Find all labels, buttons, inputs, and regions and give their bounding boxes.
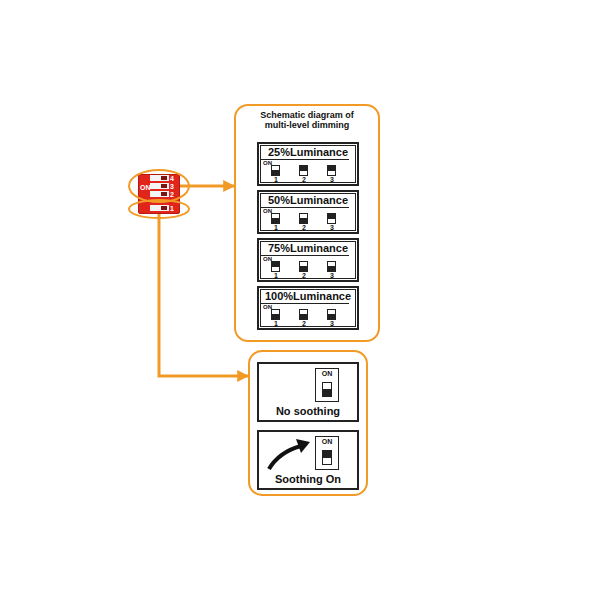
switch-slot <box>150 175 169 181</box>
curved-arrow <box>259 432 313 474</box>
switch-slot <box>150 205 169 211</box>
switch-on-label: ON <box>263 304 272 310</box>
switch-slot <box>271 213 280 224</box>
switch-slot <box>327 213 336 224</box>
switch-on-label: ON <box>263 208 272 214</box>
box-title: 75%Luminance <box>259 242 357 254</box>
box-title: 50%Luminance <box>259 194 357 206</box>
switch-knob <box>272 170 279 175</box>
switch-on-label: ON <box>316 438 338 446</box>
luminance-box: 25%LuminanceON 1 2 3 <box>257 142 359 186</box>
title-rule <box>261 303 349 304</box>
curved-arrow-head <box>296 439 310 453</box>
switch-knob <box>300 266 307 271</box>
switch-slot <box>271 261 280 272</box>
panel-title: Schematic diagram of multi-level dimming <box>244 110 370 130</box>
switch-on-label: ON <box>316 370 338 378</box>
switch-knob <box>300 166 307 171</box>
box-title: 100%Luminance <box>259 290 357 302</box>
box-title: 25%Luminance <box>259 146 357 158</box>
switch-knob <box>328 314 335 319</box>
switch-number: 3 <box>328 320 336 327</box>
switch-knob <box>272 314 279 319</box>
luminance-box: 50%LuminanceON 1 2 3 <box>257 190 359 234</box>
switch-on-label: ON <box>140 184 151 191</box>
switch-number: 3 <box>328 224 336 231</box>
switch-number: 1 <box>272 176 280 183</box>
switch-knob <box>161 184 167 188</box>
box-title: Soothing On <box>259 473 357 486</box>
switch-knob <box>300 314 307 319</box>
switch-knob <box>161 176 167 180</box>
switch-number: 3 <box>328 176 336 183</box>
switch-knob <box>161 206 167 210</box>
switch-number: 1 <box>170 205 174 212</box>
luminance-box: 75%LuminanceON 1 2 3 <box>257 238 359 282</box>
box-title: No soothing <box>259 405 357 418</box>
switch-knob <box>323 389 331 396</box>
switch-knob <box>161 192 167 196</box>
switch-slot <box>299 309 308 320</box>
connector-arrow <box>180 185 234 188</box>
switch-number: 1 <box>272 320 280 327</box>
switch-knob <box>328 166 335 171</box>
switch-number: 3 <box>170 183 174 190</box>
soothing-box: ON Soothing On <box>257 430 359 490</box>
switch-slot <box>327 261 336 272</box>
switch-slot <box>322 382 332 397</box>
switch-slot <box>150 183 169 189</box>
switch-knob <box>323 451 331 458</box>
group-panel: ONNo soothingONSoothing On <box>248 350 368 496</box>
switch-number: 1 <box>272 224 280 231</box>
switch-on-label: ON <box>263 160 272 166</box>
switch-number: 2 <box>300 320 308 327</box>
switch-slot <box>299 165 308 176</box>
switch-knob <box>328 214 335 219</box>
switch-slot <box>299 261 308 272</box>
switch-slot <box>327 165 336 176</box>
switch-number: 2 <box>170 191 174 198</box>
curved-arrow-shaft <box>269 446 301 469</box>
switch-number: 4 <box>170 175 174 182</box>
switch-slot <box>271 309 280 320</box>
switch-knob <box>272 218 279 223</box>
switch-slot <box>322 450 332 465</box>
luminance-box: 100%LuminanceON 1 2 3 <box>257 286 359 330</box>
switch-number: 2 <box>300 176 308 183</box>
switch-knob <box>328 266 335 271</box>
switch-slot <box>327 309 336 320</box>
switch-number: 3 <box>328 272 336 279</box>
switch-slot <box>150 191 169 197</box>
switch-number: 2 <box>300 272 308 279</box>
switch-knob <box>300 218 307 223</box>
title-rule <box>261 159 349 160</box>
switch-on-label: ON <box>263 256 272 262</box>
title-rule <box>261 207 349 208</box>
switch-knob <box>272 262 279 267</box>
title-rule <box>261 255 349 256</box>
switch-number: 2 <box>300 224 308 231</box>
dip-switch: ON 1 234 <box>138 174 180 214</box>
switch-slot <box>299 213 308 224</box>
soothing-box: ON No soothing <box>257 362 359 422</box>
switch-number: 1 <box>272 272 280 279</box>
group-panel: Schematic diagram of multi-level dimming… <box>234 104 380 342</box>
switch-slot <box>271 165 280 176</box>
